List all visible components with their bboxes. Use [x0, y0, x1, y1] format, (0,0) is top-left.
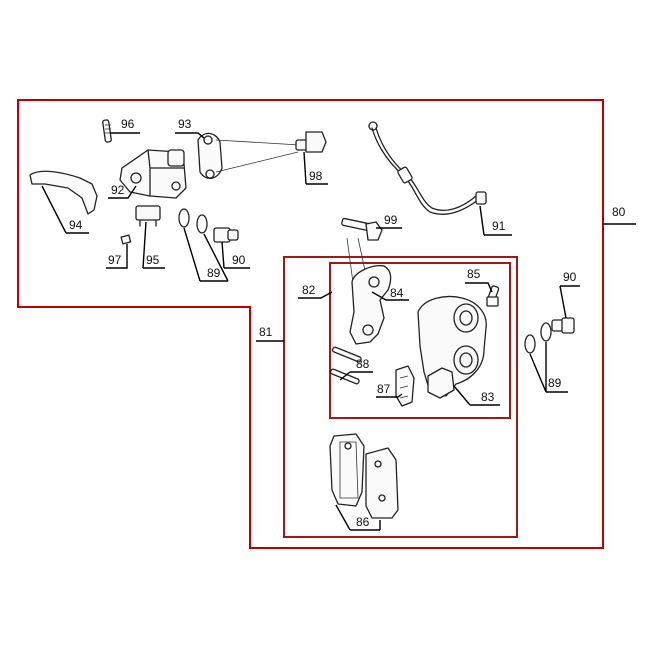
- callout-98: 98: [309, 169, 323, 183]
- frame-80-master-assembly: [17, 99, 604, 549]
- callout-91: 91: [492, 219, 506, 233]
- screw-part: [102, 119, 112, 143]
- callout-99: 99: [384, 213, 398, 227]
- callout-86: 86: [356, 515, 370, 529]
- callout-leaders: [41, 132, 636, 531]
- caliper-body-part: [417, 295, 487, 399]
- washer-part-upper: [178, 208, 208, 234]
- banjo-bolt-part-lower: [551, 317, 575, 334]
- banjo-bolt-part-upper: [213, 227, 239, 243]
- brake-lever-part: [29, 170, 98, 215]
- callout-94: 94: [69, 218, 83, 232]
- callout-90-upper: 90: [232, 253, 246, 267]
- master-cylinder-clamp-part: [197, 132, 223, 179]
- callout-80: 80: [612, 205, 626, 219]
- callout-97: 97: [108, 253, 122, 267]
- callout-83: 83: [481, 390, 495, 404]
- master-cylinder-part: [119, 149, 187, 199]
- callout-93: 93: [178, 117, 192, 131]
- long-bolt-part: [341, 217, 383, 241]
- callout-96: 96: [121, 117, 135, 131]
- callout-89-lower: 89: [548, 376, 562, 390]
- pad-spring-part: [395, 365, 415, 407]
- callout-95: 95: [146, 253, 160, 267]
- callout-81: 81: [259, 325, 273, 339]
- callout-92: 92: [111, 183, 125, 197]
- brake-hose-part: [368, 121, 487, 215]
- callout-85: 85: [467, 267, 481, 281]
- bleeder-valve-part: [486, 285, 500, 307]
- callout-84: 84: [390, 286, 404, 300]
- callout-88: 88: [356, 357, 370, 371]
- frame-81-caliper-assembly: [283, 256, 518, 538]
- brake-light-switch-part: [135, 205, 161, 227]
- clamp-guide-lines: [215, 139, 301, 173]
- callout-89-upper: 89: [207, 266, 221, 280]
- caliper-bracket-part: [349, 265, 392, 345]
- bolt-part-98: [295, 131, 327, 153]
- small-pin-part: [120, 234, 132, 245]
- brake-pad-part-right: [365, 447, 399, 519]
- callout-87: 87: [377, 382, 391, 396]
- callout-82: 82: [302, 283, 316, 297]
- frame-82-caliper-body: [329, 262, 511, 419]
- washer-part-lower: [524, 322, 552, 354]
- brake-pad-part-left: [329, 433, 365, 507]
- callout-90-lower: 90: [563, 270, 577, 284]
